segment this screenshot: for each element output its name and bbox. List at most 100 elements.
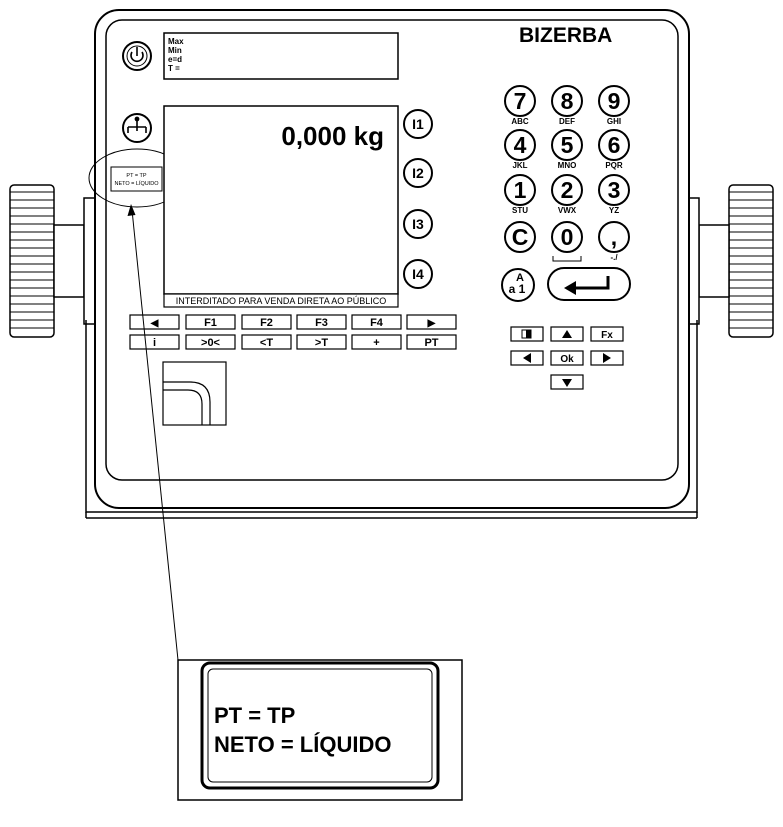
svg-text:▶: ▶ (427, 318, 437, 329)
svg-text:A: A (516, 272, 524, 284)
svg-text:I3: I3 (412, 216, 424, 232)
key-left[interactable] (510, 350, 544, 366)
base-stand (85, 320, 698, 519)
down-arrow-icon (562, 379, 572, 387)
key-right[interactable] (590, 350, 624, 366)
svg-text:PT: PT (424, 337, 438, 349)
svg-text:F3: F3 (315, 317, 328, 329)
interface-button-3[interactable]: I3 (403, 209, 433, 239)
navigation-keys: Fx Ok (510, 326, 624, 390)
svg-text:i: i (153, 337, 156, 349)
key-right-arrow[interactable]: ▶ (406, 314, 457, 330)
balance-icon (127, 116, 147, 133)
numpad-digit: 3 (608, 177, 621, 203)
function-row-bottom: i >0< <T >T + PT (129, 334, 457, 350)
numpad-key-0[interactable]: 0 (551, 221, 583, 253)
svg-text:Max: Max (168, 37, 184, 46)
enter-arrow-icon (564, 276, 610, 295)
numpad-key-c[interactable]: C (504, 221, 536, 253)
numpad-digit: , (611, 224, 617, 250)
svg-text:I1: I1 (412, 116, 424, 132)
key-plus[interactable]: + (351, 334, 402, 350)
key-f4[interactable]: F4 (351, 314, 402, 330)
interface-button-2[interactable]: I2 (403, 158, 433, 188)
svg-text:◀: ◀ (150, 318, 159, 329)
svg-text:F2: F2 (260, 317, 273, 329)
numpad-letters: JKL (512, 161, 527, 170)
callout-arrow (127, 204, 179, 661)
tare-label-small: PT = TP NETO = LÍQUIDO (110, 166, 163, 192)
numpad-letters: MNO (558, 161, 577, 170)
svg-text:NETO = LÍQUIDO: NETO = LÍQUIDO (214, 732, 391, 757)
level-button[interactable] (122, 113, 152, 143)
svg-text:<T: <T (260, 337, 273, 349)
svg-text:I2: I2 (412, 165, 424, 181)
svg-text:F4: F4 (370, 317, 384, 329)
interface-button-1[interactable]: I1 (403, 109, 433, 139)
numpad-letters: VWX (558, 206, 577, 215)
key-up[interactable] (550, 326, 584, 342)
numpad-letters: STU (512, 206, 528, 215)
numpad-digit: 4 (514, 132, 527, 158)
key-f3[interactable]: F3 (296, 314, 347, 330)
key-left-arrow[interactable]: ◀ (129, 314, 180, 330)
weight-readout: 0,000 kg (281, 121, 384, 151)
key-preset-tare[interactable]: PT (406, 334, 457, 350)
key-fx[interactable]: Fx (590, 326, 624, 342)
left-knob (9, 184, 97, 338)
svg-text:>0<: >0< (201, 337, 220, 349)
svg-text:PT = TP: PT = TP (214, 703, 295, 728)
numpad-letters: GHI (607, 117, 621, 126)
key-tare-clear[interactable]: <T (241, 334, 292, 350)
numpad-digit: 5 (561, 132, 574, 158)
key-down[interactable] (550, 374, 584, 390)
power-button[interactable] (122, 41, 152, 71)
interface-button-4[interactable]: I4 (403, 259, 433, 289)
svg-text:Min: Min (168, 46, 182, 55)
svg-text:e=d: e=d (168, 55, 182, 64)
svg-text:I4: I4 (412, 266, 424, 282)
key-exit[interactable] (510, 326, 544, 342)
tare-label-zoom: PT = TP NETO = LÍQUIDO (177, 659, 463, 801)
key-f1[interactable]: F1 (185, 314, 236, 330)
svg-text:F1: F1 (204, 317, 217, 329)
svg-text:PT = TP: PT = TP (126, 173, 146, 179)
key-tare-set[interactable]: >T (296, 334, 347, 350)
mode-key[interactable]: A a 1 (501, 268, 535, 302)
numpad-letters: YZ (609, 206, 619, 215)
info-panel: Max Min e=d T = (163, 32, 399, 80)
svg-text:>T: >T (315, 337, 328, 349)
numpad-key-3[interactable]: 3YZ (598, 174, 630, 215)
numpad-letters: ABC (511, 117, 529, 126)
numpad-key-comma[interactable]: ,-./ (598, 221, 630, 262)
key-ok[interactable]: Ok (550, 350, 584, 366)
weight-display: 0,000 kg (163, 105, 399, 295)
space-bracket-icon (552, 256, 582, 262)
enter-key[interactable] (547, 267, 631, 301)
key-info[interactable]: i (129, 334, 180, 350)
exit-door-icon (521, 329, 532, 339)
card-slot (162, 361, 227, 426)
svg-text:a 1: a 1 (509, 282, 526, 296)
numpad-digit: 2 (561, 177, 574, 203)
svg-text:Ok: Ok (560, 354, 574, 365)
numpad-digit: 0 (561, 224, 574, 250)
svg-text:INTERDITADO PARA VENDA DIRETA: INTERDITADO PARA VENDA DIRETA AO PÚBLICO (176, 296, 387, 306)
svg-text:+: + (373, 337, 379, 349)
up-arrow-icon (562, 330, 572, 338)
svg-text:Fx: Fx (601, 330, 613, 341)
right-knob (686, 184, 774, 338)
right-arrow-icon (603, 353, 611, 363)
key-f2[interactable]: F2 (241, 314, 292, 330)
key-zero[interactable]: >0< (185, 334, 236, 350)
